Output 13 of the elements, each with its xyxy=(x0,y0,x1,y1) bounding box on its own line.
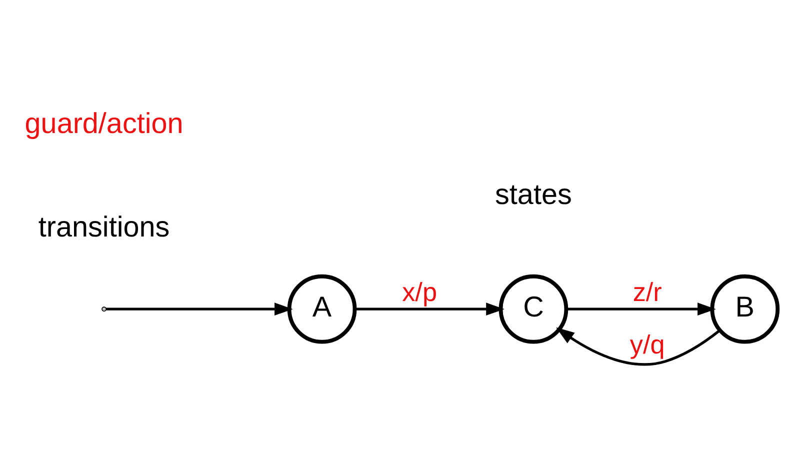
label: transitions xyxy=(38,211,170,244)
node-circle: C xyxy=(498,274,568,344)
arrow xyxy=(556,326,720,366)
arrow xyxy=(566,302,716,316)
edge-label: x/p xyxy=(402,276,437,307)
arrow xyxy=(354,302,504,316)
edge-label: z/r xyxy=(632,276,662,307)
edge-label: y/q xyxy=(629,329,664,360)
label: states xyxy=(494,178,572,210)
arrow xyxy=(105,302,292,316)
node-circle: B xyxy=(710,274,780,344)
node-circle: A xyxy=(286,274,356,344)
label: guard/action xyxy=(24,108,183,140)
